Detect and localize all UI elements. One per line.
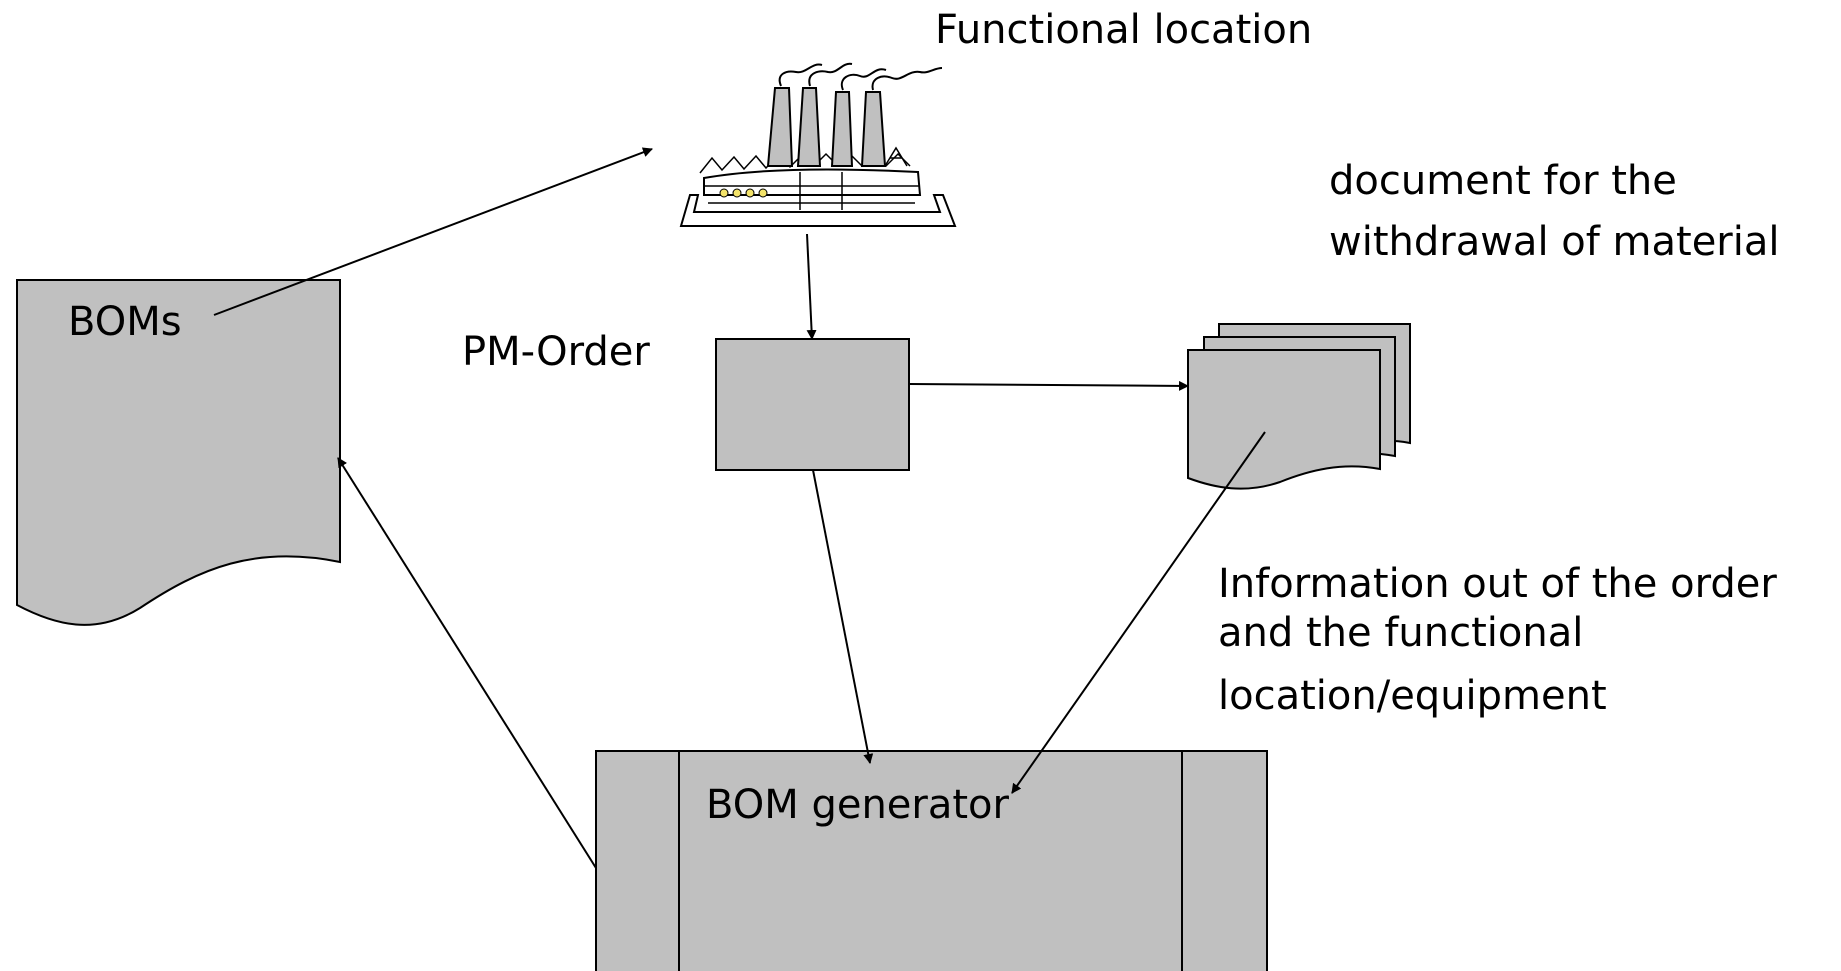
factory-icon [679,62,957,227]
information-label-line1: Information out of the order [1218,561,1777,607]
document-label-line2: withdrawal of material [1329,219,1780,265]
arrow-pm-order-to-documents [908,380,1189,391]
bom-generator-label: BOM generator [706,782,1009,828]
arrow-functional-location-to-pm-order [806,233,817,340]
withdrawal-documents-stack [1187,323,1411,490]
document-label-line1: document for the [1329,158,1677,204]
pm-order-label: PM-Order [462,329,650,375]
functional-location-label: Functional location [935,7,1313,53]
pm-order-box [715,338,910,471]
arrow-bom-generator-to-boms [337,457,597,869]
information-label-line3: location/equipment [1218,673,1607,719]
boms-label: BOMs [68,299,182,345]
arrow-boms-to-functional-location [213,147,653,316]
arrow-documents-to-bom-generator [1011,431,1266,794]
arrow-pm-order-to-bom-generator [812,469,874,764]
bom-generator-box [595,750,1268,971]
boms-document-shape [16,279,341,626]
information-label-line2: and the functional [1218,610,1584,656]
